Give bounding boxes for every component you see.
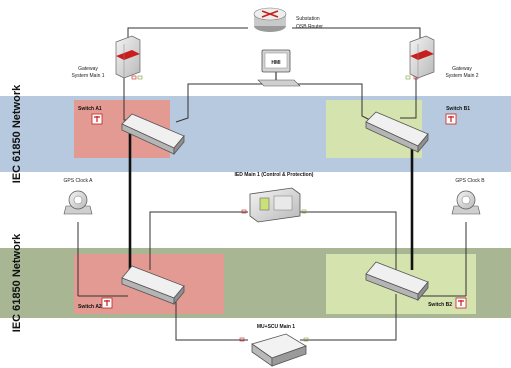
gps-b-label: GPS Clock B — [455, 178, 485, 184]
gateway-2-label-line1: Gateway — [452, 66, 472, 72]
gps-clock-b-icon — [451, 190, 481, 215]
switch-b2-icon — [365, 261, 429, 302]
top-band-label: IEC 61850 Network — [11, 84, 23, 183]
mu-device-icon — [251, 333, 307, 367]
bottom-band-label: IEC 61850 Network — [11, 233, 23, 332]
link-hmi-switch-a1 — [175, 83, 270, 123]
switch-a2-badge-icon — [101, 297, 113, 309]
link-gw2-router — [292, 27, 421, 40]
link-gw1-router — [127, 27, 248, 40]
gateway-2-icon — [409, 35, 435, 79]
gateway-1-icon — [115, 35, 141, 79]
switch-a1-icon — [121, 113, 185, 156]
switch-b1-badge-icon — [445, 113, 457, 125]
router-label-line1: Substation — [296, 16, 320, 22]
switch-b1-icon — [365, 111, 429, 154]
link-mu-switch-b2 — [300, 294, 397, 341]
gps-a-label: GPS Clock A — [64, 178, 94, 184]
link-ied-switch-a2 — [149, 211, 248, 270]
link-gw2-switch-b1 — [400, 72, 417, 119]
switch-b1-label: Switch B1 — [446, 106, 470, 112]
switch-a1-label: Switch A1 — [78, 106, 102, 112]
switch-a2-label: Switch A2 — [78, 304, 102, 310]
hmi-label: HMI — [271, 60, 281, 66]
gateway-1-label-line2: System Main 1 — [71, 73, 104, 79]
gateway-2-label-line2: System Main 2 — [445, 73, 478, 79]
ied-device-icon — [249, 187, 301, 223]
link-ied-switch-b2 — [298, 211, 397, 270]
gateway-1-label-line1: Gateway — [78, 66, 98, 72]
router-icon — [253, 7, 287, 32]
router-label-line2: OSB Router — [296, 24, 323, 30]
port-markers — [131, 75, 419, 342]
switch-b2-badge-icon — [455, 297, 467, 309]
trunk-lines — [128, 130, 414, 272]
link-hmi-switch-b1 — [292, 83, 371, 121]
gps-clock-a-icon — [63, 190, 93, 215]
connection-lines — [77, 27, 467, 341]
mu-label: MU+SCU Main 1 — [257, 324, 295, 330]
switch-a1-badge-icon — [91, 113, 103, 125]
switch-b2-label: Switch B2 — [428, 302, 452, 308]
link-mu-switch-a2 — [175, 296, 248, 341]
monitor-icon — [257, 49, 301, 87]
ied-label: IED Main 1 (Control & Protection) — [235, 172, 314, 178]
switch-a2-icon — [121, 265, 185, 306]
